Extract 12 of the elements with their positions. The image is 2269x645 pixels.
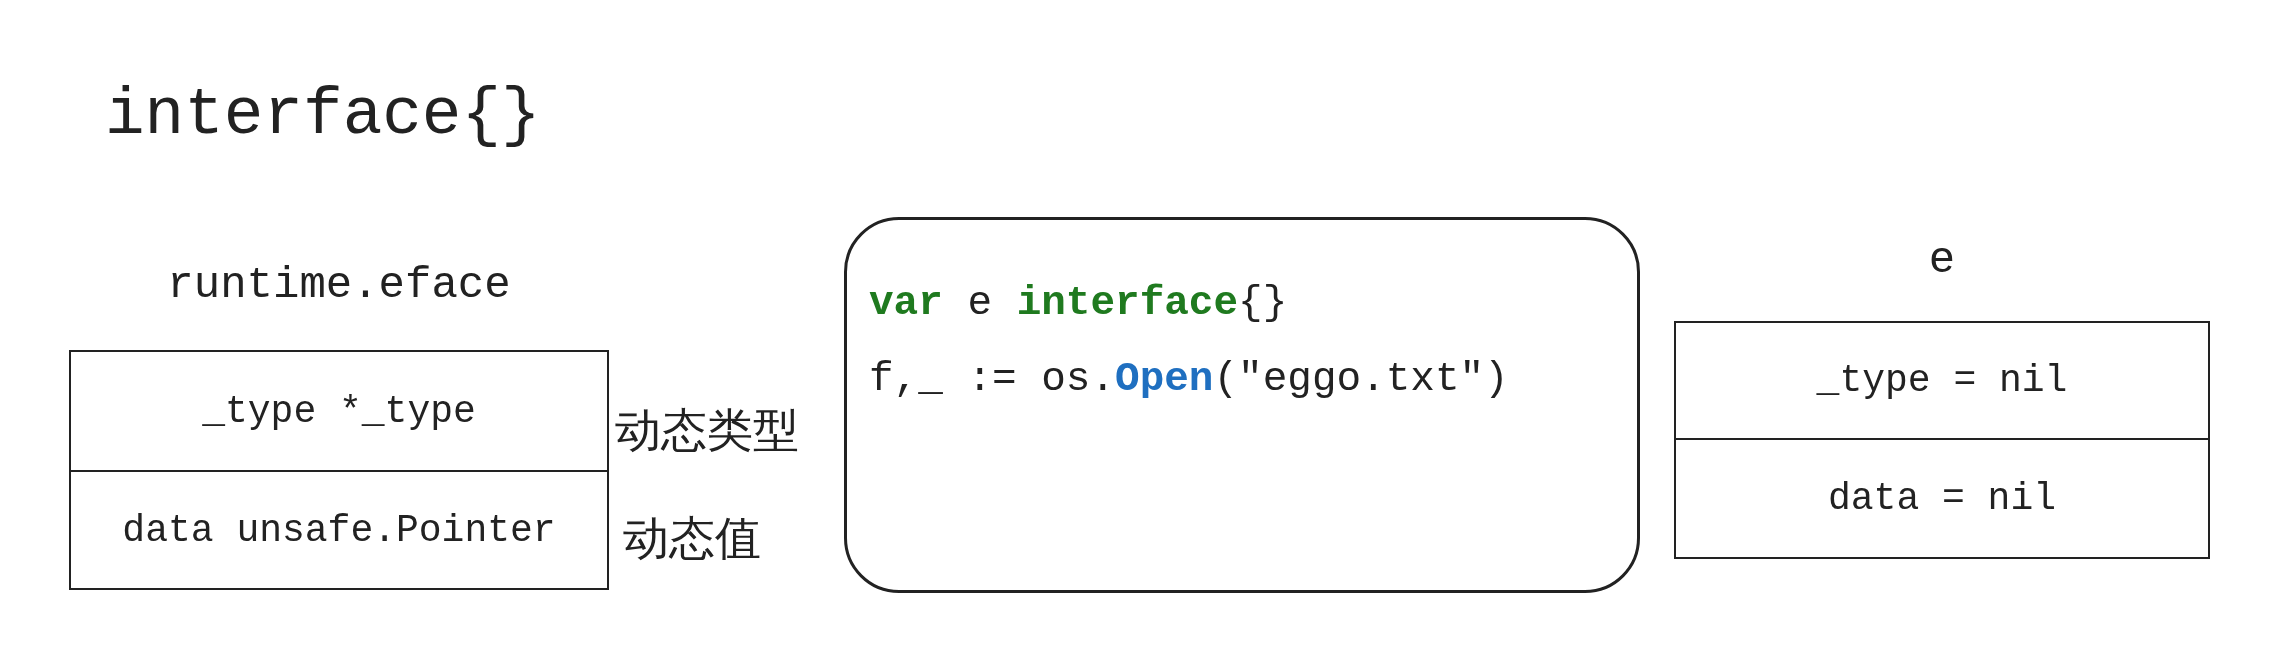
- field-row-text: data = nil: [1826, 476, 2057, 522]
- annotation-label: 动态类型: [615, 402, 799, 459]
- field-row-text: data unsafe.Pointer: [121, 507, 557, 554]
- diagram-title: interface{}: [105, 78, 541, 153]
- code-line: f,_ := os.Open("eggo.txt"): [869, 356, 1510, 402]
- field-row: _type *_type: [71, 352, 607, 472]
- code-box: [844, 217, 1640, 593]
- struct-name: e: [1927, 235, 1957, 285]
- field-row: _type = nil: [1676, 323, 2208, 440]
- struct-name: runtime.eface: [166, 260, 512, 310]
- annotation-label: 动态值: [623, 510, 761, 567]
- code-line: var e interface{}: [869, 280, 1289, 326]
